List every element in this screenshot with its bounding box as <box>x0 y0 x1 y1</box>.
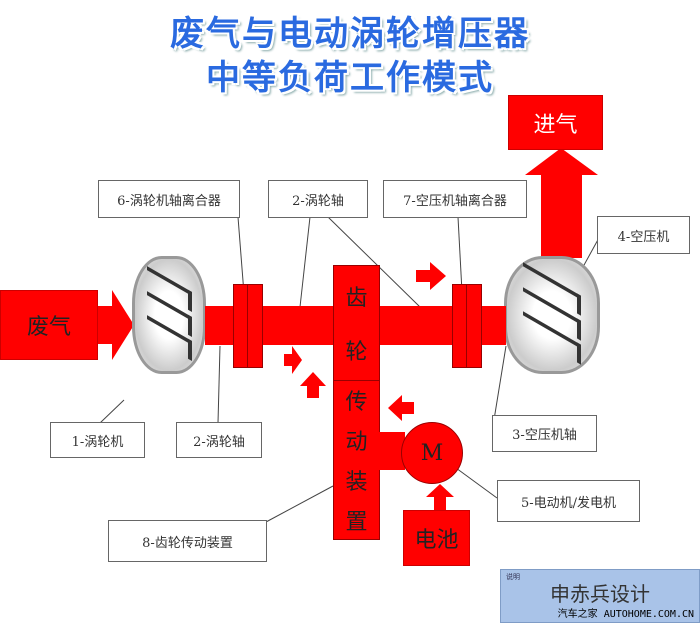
label-motor-generator: 5-电动机/发电机 <box>497 480 640 522</box>
title-line1: 废气与电动涡轮增压器 <box>170 14 530 54</box>
flow-arrow-left <box>388 395 414 421</box>
intake-arrow <box>525 148 598 258</box>
transmission-char: 传 <box>345 390 368 415</box>
footer-watermark: 汽车之家 AUTOHOME.COM.CN <box>557 609 694 620</box>
label-gear-transmission: 8-齿轮传动装置 <box>108 520 267 562</box>
label-turbine-shaft-top: 2-涡轮轴 <box>268 180 368 218</box>
transmission-char: 装 <box>345 470 368 495</box>
motor-connector <box>379 432 405 470</box>
footer-caption: 说明 <box>506 573 520 581</box>
label-turbine-shaft-bottom: 2-涡轮轴 <box>176 422 262 458</box>
footer-note: 说明 申赤兵设计 汽车之家 AUTOHOME.COM.CN <box>500 569 700 623</box>
compressor-shaft <box>378 306 506 345</box>
flow-arrow-right-small <box>284 346 302 374</box>
transmission-char: 置 <box>345 510 368 535</box>
label-compressor-clutch: 7-空压机轴离合器 <box>383 180 527 218</box>
label-turbine: 1-涡轮机 <box>50 422 145 458</box>
compressor-clutch <box>452 284 482 368</box>
leader-lines <box>99 216 601 523</box>
compressor-icon <box>504 256 600 374</box>
label-turbine-clutch: 6-涡轮机轴离合器 <box>98 180 240 218</box>
exhaust-block: 废气 <box>0 290 98 360</box>
footer-designer: 申赤兵设计 <box>550 582 650 606</box>
gear-block: 齿 轮 <box>333 265 380 381</box>
turbine-clutch <box>233 284 263 368</box>
turbine-shaft <box>205 306 335 345</box>
transmission-char: 动 <box>345 430 368 455</box>
turbine-icon <box>132 256 206 374</box>
flow-arrow-right <box>416 262 446 290</box>
battery-arrow-up <box>426 484 454 510</box>
label-compressor: 4-空压机 <box>597 216 690 254</box>
flow-arrow-up <box>300 372 326 398</box>
motor-block: M <box>401 422 463 484</box>
exhaust-arrow <box>96 290 134 360</box>
title-line2: 中等负荷工作模式 <box>206 58 494 98</box>
label-compressor-shaft: 3-空压机轴 <box>492 415 597 452</box>
intake-block: 进气 <box>508 95 603 150</box>
gear-text-top: 齿 <box>345 286 368 311</box>
gear-text-bottom: 轮 <box>345 340 368 365</box>
battery-block: 电池 <box>403 510 470 566</box>
transmission-block: 传 动 装 置 <box>333 380 380 540</box>
